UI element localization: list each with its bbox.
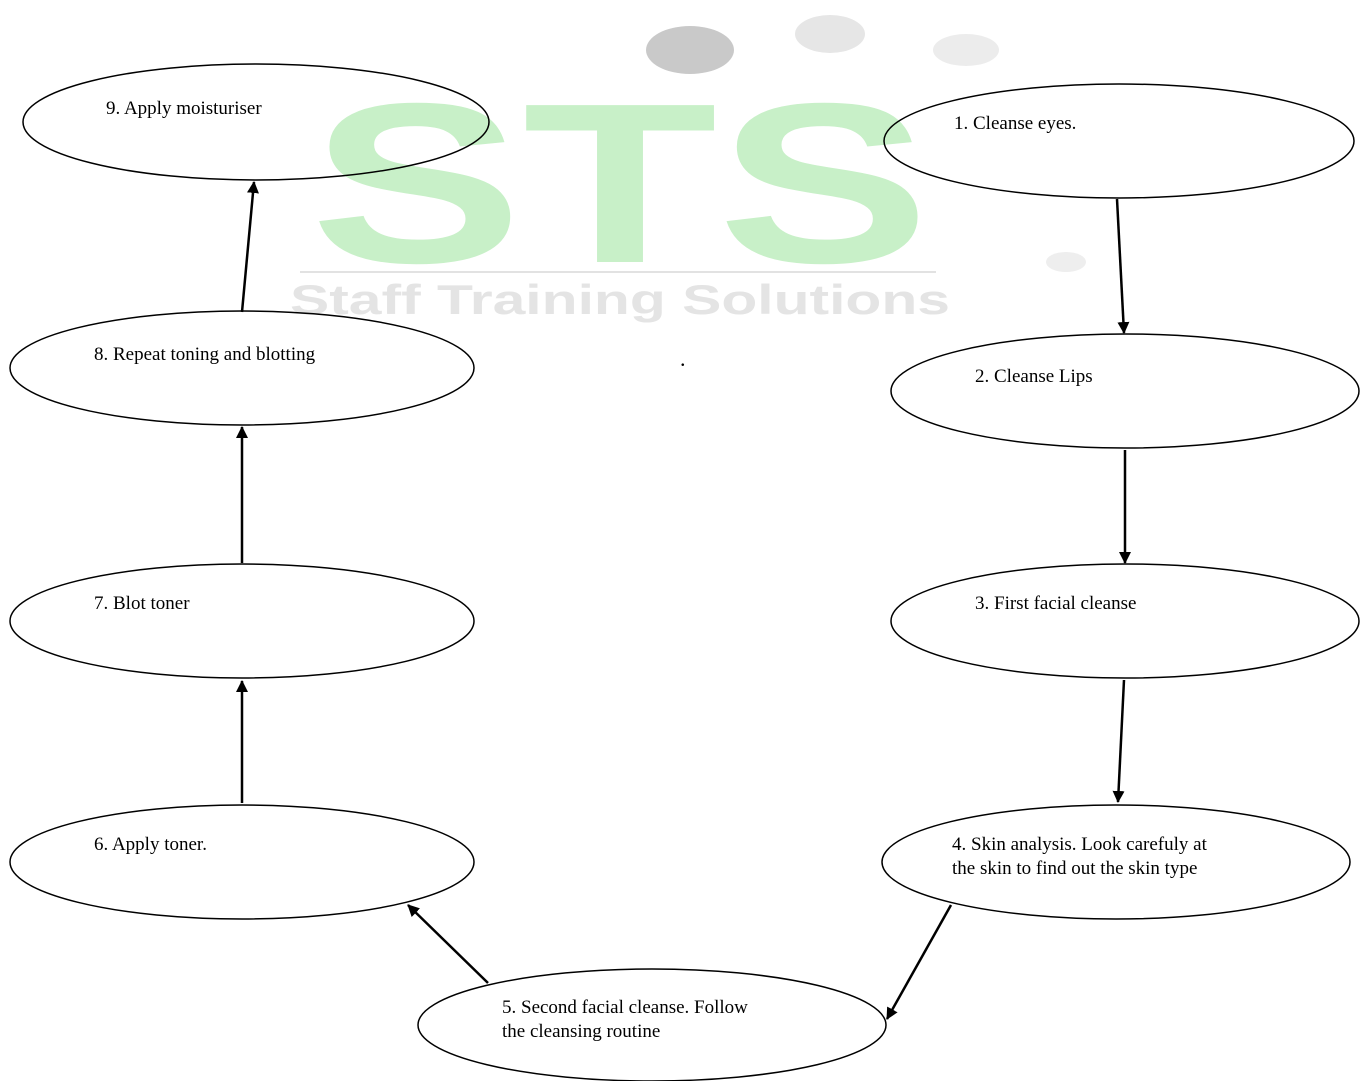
connectors: [236, 181, 1131, 1020]
step-ellipse: [881, 804, 1351, 920]
step-label-line: 1. Cleanse eyes.: [954, 113, 1076, 134]
watermark-logo: STS Staff Training Solutions: [290, 15, 1086, 323]
step-node-2: 2. Cleanse Lips: [890, 333, 1360, 449]
arrow-step-5-to-6: [407, 904, 489, 984]
watermark-letters: STS: [310, 57, 930, 311]
step-label-line: 3. First facial cleanse: [975, 593, 1136, 614]
step-node-1: 1. Cleanse eyes.: [883, 83, 1355, 199]
step-label-line: 5. Second facial cleanse. Follow: [502, 997, 748, 1018]
step-label-line: 2. Cleanse Lips: [975, 366, 1093, 387]
step-node-6: 6. Apply toner.: [9, 804, 475, 920]
step-label-line: the cleansing routine: [502, 1021, 660, 1042]
step-ellipse: [890, 333, 1360, 449]
step-label-line: 4. Skin analysis. Look carefuly at: [952, 834, 1208, 855]
logo-dot-large: [646, 26, 734, 74]
step-node-9: 9. Apply moisturiser: [22, 63, 490, 181]
step-node-8: 8. Repeat toning and blotting: [9, 310, 475, 426]
step-label-line: the skin to find out the skin type: [952, 858, 1197, 879]
step-ellipse: [9, 804, 475, 920]
step-label-line: 8. Repeat toning and blotting: [94, 344, 316, 365]
step-ellipse: [417, 968, 887, 1081]
step-ellipse: [9, 563, 475, 679]
watermark-tagline: Staff Training Solutions: [290, 276, 950, 323]
step-node-5: 5. Second facial cleanse. Follow the clea…: [417, 968, 887, 1081]
step-node-7: 7. Blot toner: [9, 563, 475, 679]
logo-dot-tiny: [1046, 252, 1086, 272]
step-label-line: 7. Blot toner: [94, 593, 190, 614]
step-label-line: 9. Apply moisturiser: [106, 98, 262, 119]
step-ellipse: [22, 63, 490, 181]
step-ellipse: [9, 310, 475, 426]
arrow-step-3-to-4: [1112, 679, 1126, 803]
stray-dot: .: [680, 346, 686, 371]
step-node-4: 4. Skin analysis. Look carefuly at the sk…: [881, 804, 1351, 920]
logo-dot-small: [933, 34, 999, 66]
step-ellipse: [890, 563, 1360, 679]
arrow-step-8-to-9: [240, 181, 259, 313]
step-label-line: 6. Apply toner.: [94, 834, 207, 855]
step-ellipse: [883, 83, 1355, 199]
arrow-step-1-to-2: [1115, 198, 1130, 334]
logo-dot-medium: [795, 15, 865, 53]
step-node-3: 3. First facial cleanse: [890, 563, 1360, 679]
arrow-step-4-to-5: [885, 904, 953, 1020]
step-nodes: 1. Cleanse eyes. 2. Cleanse Lips 3. First …: [9, 63, 1360, 1081]
